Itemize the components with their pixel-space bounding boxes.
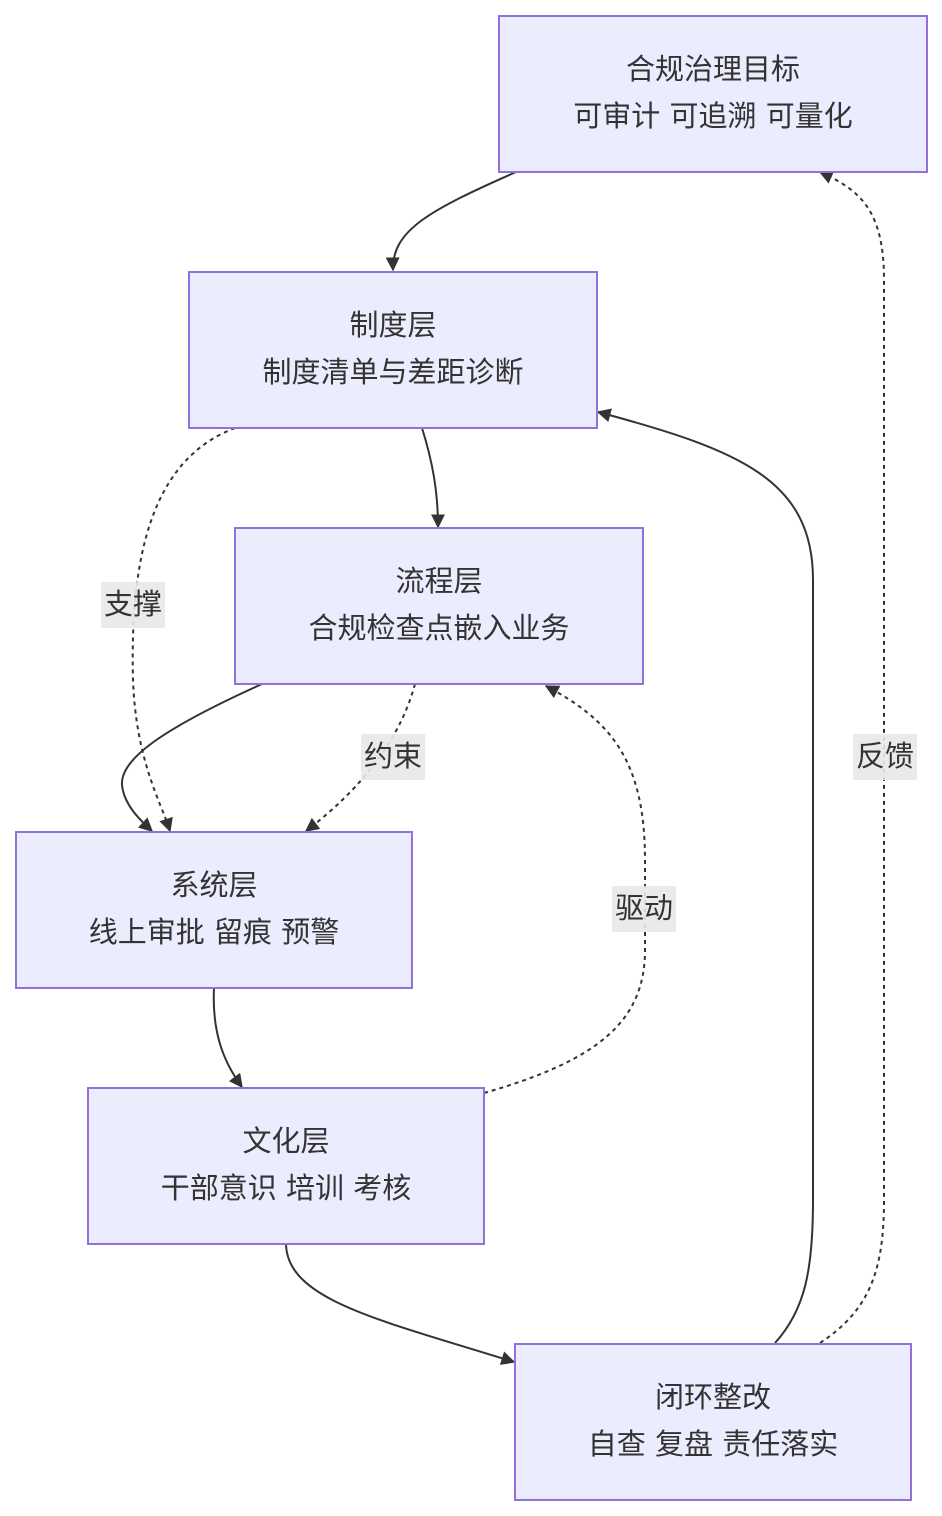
edge-process-to-system	[120, 683, 263, 832]
node-policy-subtitle: 制度清单与差距诊断	[262, 355, 523, 389]
node-process[interactable]: 流程层 合规检查点嵌入业务	[234, 527, 644, 685]
edge-label-constrain: 约束	[361, 734, 425, 780]
node-closure[interactable]: 闭环整改 自查 复盘 责任落实	[514, 1343, 912, 1501]
edge-closure-to-policy	[596, 408, 814, 1344]
edge-culture-to-process-drive	[483, 685, 646, 1094]
edge-system-to-culture	[212, 987, 243, 1089]
node-goal-title: 合规治理目标	[626, 52, 800, 86]
node-policy[interactable]: 制度层 制度清单与差距诊断	[188, 271, 598, 429]
svg-text:约束: 约束	[364, 739, 422, 773]
edge-policy-to-process	[421, 427, 445, 529]
svg-text:反馈: 反馈	[856, 739, 914, 773]
edge-closure-to-goal-feedback	[818, 170, 885, 1344]
node-system-title: 系统层	[170, 868, 257, 902]
edge-culture-to-closure	[285, 1242, 516, 1365]
node-culture-title: 文化层	[242, 1124, 329, 1158]
edge-label-support: 支撑	[101, 582, 165, 628]
node-closure-subtitle: 自查 复盘 责任落实	[588, 1427, 838, 1461]
node-closure-title: 闭环整改	[655, 1380, 771, 1414]
svg-text:支撑: 支撑	[104, 587, 162, 621]
node-system[interactable]: 系统层 线上审批 留痕 预警	[15, 831, 413, 989]
node-goal[interactable]: 合规治理目标 可审计 可追溯 可量化	[498, 15, 928, 173]
edge-label-drive: 驱动	[612, 886, 676, 932]
node-process-title: 流程层	[395, 564, 482, 598]
edge-policy-to-system-support	[131, 427, 236, 833]
node-goal-subtitle: 可审计 可追溯 可量化	[573, 99, 852, 133]
svg-text:驱动: 驱动	[615, 891, 673, 925]
node-policy-title: 制度层	[349, 308, 436, 342]
node-system-subtitle: 线上审批 留痕 预警	[89, 915, 339, 949]
edge-label-feedback: 反馈	[853, 734, 917, 780]
node-culture-subtitle: 干部意识 培训 考核	[161, 1171, 411, 1205]
edge-goal-to-policy	[385, 171, 517, 272]
node-process-subtitle: 合规检查点嵌入业务	[308, 611, 569, 645]
node-culture[interactable]: 文化层 干部意识 培训 考核	[87, 1087, 485, 1245]
